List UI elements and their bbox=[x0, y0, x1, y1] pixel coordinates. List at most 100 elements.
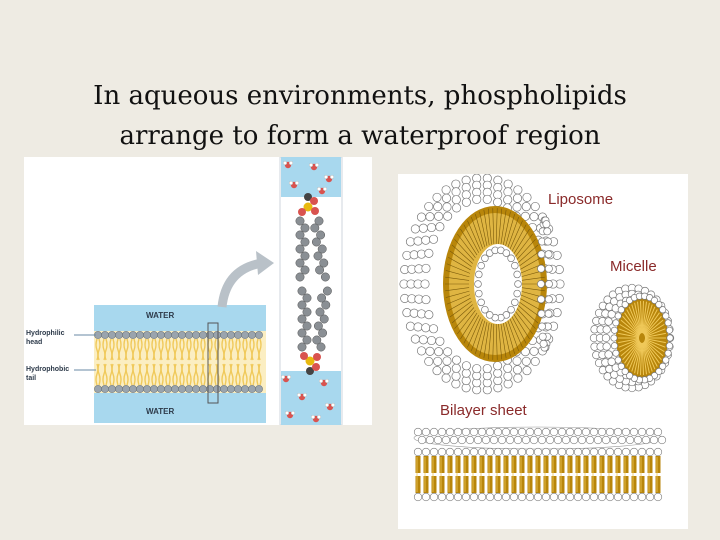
lipid-head bbox=[610, 342, 619, 350]
lipid-head bbox=[581, 447, 591, 457]
tail-stroke bbox=[448, 297, 471, 311]
lipid-head bbox=[544, 295, 553, 304]
tail-stroke bbox=[641, 342, 645, 375]
lipid-head bbox=[537, 435, 547, 445]
tail bbox=[258, 363, 262, 386]
tail-atom bbox=[313, 251, 323, 261]
lipid-head bbox=[537, 280, 545, 288]
tail bbox=[139, 338, 143, 361]
lipid-head bbox=[432, 366, 442, 376]
lipid-head bbox=[413, 447, 423, 457]
lipid-head bbox=[613, 447, 623, 457]
lipid-head bbox=[537, 309, 546, 318]
hydrogen-atom bbox=[325, 378, 330, 383]
hydrogen-atom bbox=[289, 160, 294, 165]
tail bbox=[97, 338, 101, 361]
lipid-head bbox=[429, 492, 439, 502]
lipid-tail bbox=[615, 476, 621, 493]
head bbox=[157, 385, 165, 393]
title-line-2: arrange to form a waterproof region bbox=[119, 121, 601, 151]
hydrogen-atom bbox=[330, 175, 335, 180]
tail-stroke bbox=[628, 306, 641, 334]
head bbox=[255, 385, 263, 393]
tail-atom bbox=[311, 237, 321, 247]
tail bbox=[181, 363, 185, 386]
lipid-head bbox=[597, 492, 607, 502]
tail bbox=[223, 338, 227, 361]
head bbox=[185, 385, 193, 393]
lipid-head bbox=[525, 427, 535, 437]
lipid-head bbox=[410, 224, 420, 234]
lipid-tail bbox=[503, 476, 509, 493]
lipid-head bbox=[525, 447, 535, 457]
lipid-head bbox=[425, 346, 435, 356]
lipid-head bbox=[513, 373, 523, 383]
lipid-tail bbox=[543, 476, 549, 493]
tail-stroke bbox=[510, 224, 527, 253]
lipid-head bbox=[545, 280, 553, 288]
lipid-head bbox=[544, 309, 553, 318]
tail-stroke bbox=[471, 319, 483, 352]
tail-stroke bbox=[520, 287, 545, 292]
tail bbox=[139, 363, 143, 386]
water-label-bottom: WATER bbox=[146, 407, 175, 416]
tail-stroke bbox=[451, 244, 473, 264]
hydrogen-atom bbox=[295, 181, 300, 186]
tail-stroke bbox=[628, 342, 641, 370]
tail bbox=[209, 338, 213, 361]
tail-stroke bbox=[641, 301, 645, 334]
head bbox=[101, 331, 109, 339]
lipid-head bbox=[522, 366, 532, 376]
lipid-head bbox=[472, 364, 482, 374]
lipid-head bbox=[477, 447, 487, 457]
water-band-top bbox=[94, 305, 266, 331]
lipid-head bbox=[655, 300, 663, 309]
tail bbox=[160, 363, 164, 386]
tail-stroke bbox=[467, 317, 481, 348]
head bbox=[227, 331, 235, 339]
lipid-head bbox=[477, 492, 487, 502]
lipid-head bbox=[553, 435, 563, 445]
lipid-head bbox=[437, 492, 447, 502]
lipid-tail bbox=[535, 476, 541, 493]
lipid-head bbox=[653, 492, 663, 502]
lipid-head bbox=[489, 435, 499, 445]
tail bbox=[230, 363, 234, 386]
lipid-head bbox=[429, 447, 439, 457]
tail-stroke bbox=[643, 342, 656, 370]
lipid-head bbox=[557, 447, 567, 457]
lipid-head bbox=[605, 447, 615, 457]
micelle-label: Micelle bbox=[610, 258, 657, 275]
lipid-head bbox=[565, 427, 575, 437]
lipid-head bbox=[653, 427, 663, 437]
tail-atom bbox=[302, 335, 312, 345]
tail-stroke bbox=[639, 301, 643, 334]
head bbox=[122, 331, 130, 339]
lipid-head bbox=[633, 435, 643, 445]
tail-stroke bbox=[624, 341, 641, 364]
lipid-tail bbox=[447, 476, 453, 493]
head bbox=[129, 385, 137, 393]
tail bbox=[153, 363, 157, 386]
hydrophobic-tails bbox=[95, 338, 262, 386]
head bbox=[234, 331, 242, 339]
lipid-head bbox=[664, 349, 672, 357]
lipid-head bbox=[417, 435, 427, 445]
lipid-tail bbox=[599, 476, 605, 493]
lipid-head bbox=[503, 187, 513, 197]
head bbox=[108, 331, 116, 339]
lipid-head bbox=[452, 355, 462, 365]
tail-stroke bbox=[642, 304, 653, 334]
lipid-tail bbox=[535, 456, 541, 473]
lipid-head bbox=[503, 195, 513, 205]
tail-stroke bbox=[504, 214, 515, 248]
lipid-head bbox=[451, 379, 461, 389]
lipid-tail bbox=[575, 456, 581, 473]
tail-stroke bbox=[460, 312, 478, 340]
tail-stroke bbox=[515, 239, 536, 261]
tail-stroke bbox=[644, 339, 665, 353]
lipid-head bbox=[641, 435, 651, 445]
tail-atom bbox=[315, 265, 325, 275]
tail-stroke bbox=[448, 257, 471, 271]
tail-stroke bbox=[626, 341, 641, 367]
